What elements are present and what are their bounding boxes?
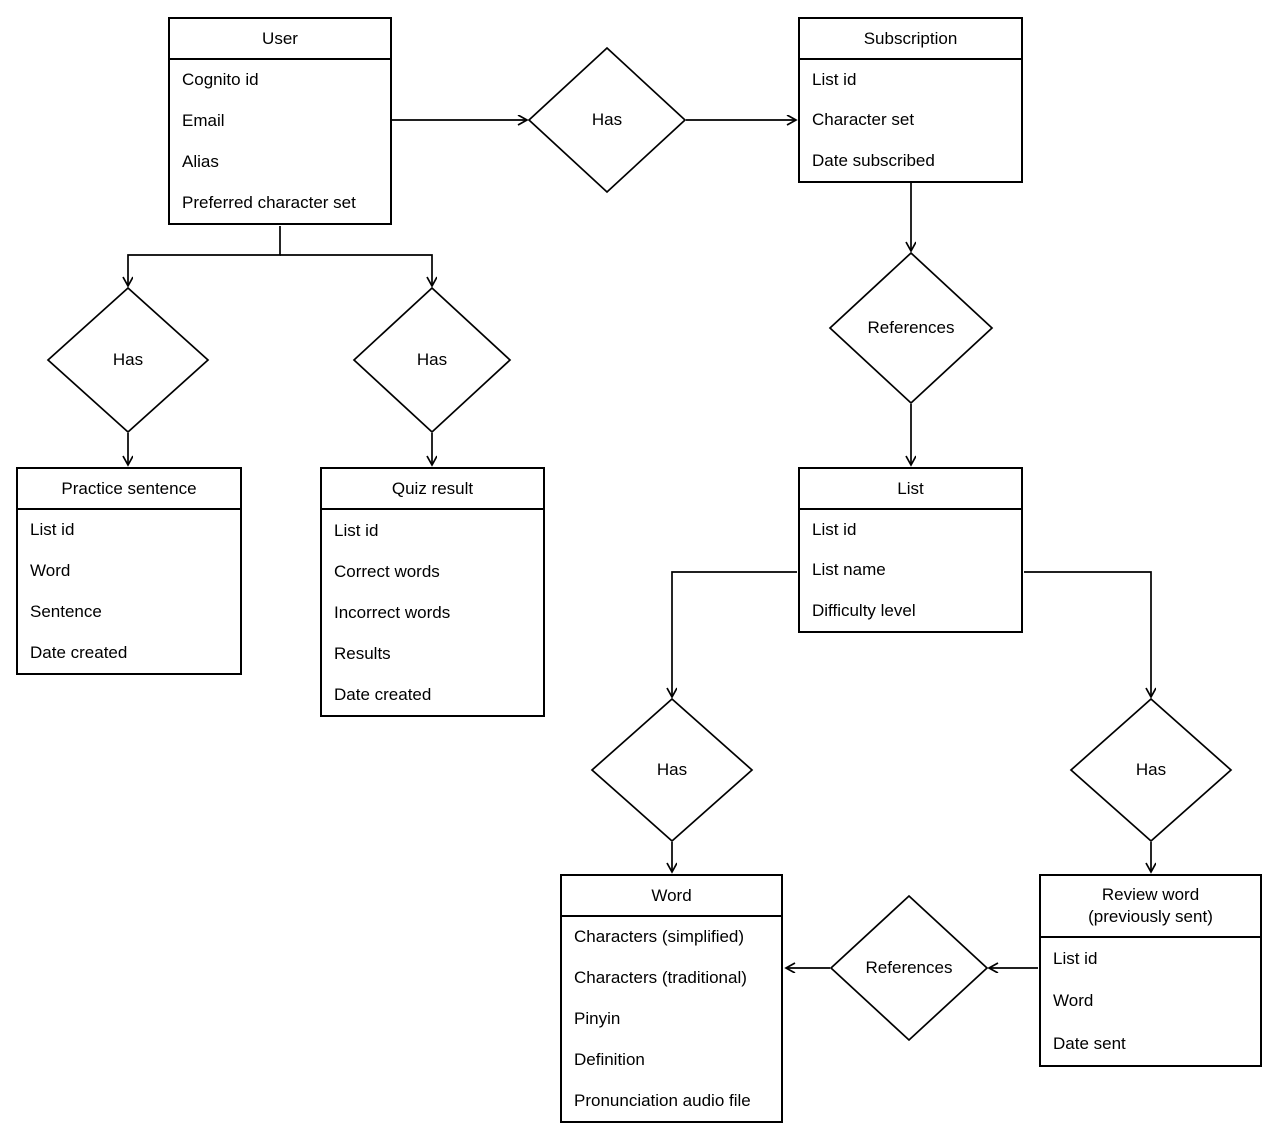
attribute-alias: Alias [182, 151, 219, 171]
attribute-word: Word [1053, 991, 1094, 1011]
relationship-label-has-user-practice: Has [112, 350, 144, 369]
attribute-character-set: Character set [812, 110, 915, 130]
entity-user: User Cognito id Email Alias Preferred ch… [168, 17, 392, 225]
entity-review-word: Review word (previously sent) List id Wo… [1039, 874, 1262, 1067]
relationship-label-references-subscription-list: References [867, 318, 955, 337]
attribute-list-id: List id [812, 70, 857, 90]
relationship-diamond-has-user-quiz [352, 286, 512, 434]
entity-quiz-result-attributes: List id Correct words Incorrect words Re… [322, 510, 543, 715]
entity-subscription: Subscription List id Character set Date … [798, 17, 1023, 183]
entity-user-attributes: Cognito id Email Alias Preferred charact… [170, 60, 390, 223]
relationship-label-has-list-review: Has [1135, 760, 1167, 779]
attribute-sentence: Sentence [30, 601, 102, 621]
attribute-list-name: List name [812, 560, 886, 580]
entity-list: List List id List name Difficulty level [798, 467, 1023, 633]
attribute-cognito-id: Cognito id [182, 70, 259, 90]
relationship-label-has-list-word: Has [656, 760, 688, 779]
entity-word-attributes: Characters (simplified) Characters (trad… [562, 917, 781, 1121]
attribute-list-id: List id [1053, 949, 1098, 969]
attribute-pronunciation-audio-file: Pronunciation audio file [574, 1090, 751, 1110]
relationship-label-references-review-word: References [865, 958, 953, 977]
entity-list-attributes: List id List name Difficulty level [800, 510, 1021, 631]
entity-review-word-attributes: List id Word Date sent [1041, 938, 1260, 1065]
entity-practice-sentence-attributes: List id Word Sentence Date created [18, 510, 240, 673]
attribute-date-created: Date created [30, 642, 128, 662]
entity-review-word-title: Review word (previously sent) [1041, 876, 1260, 938]
attribute-pinyin: Pinyin [574, 1008, 621, 1028]
relationship-diamond-has-list-word [590, 697, 754, 843]
relationship-label-has-user-quiz: Has [416, 350, 448, 369]
attribute-list-id: List id [812, 520, 857, 540]
attribute-email: Email [182, 111, 225, 131]
relationship-diamond-references-subscription-list [828, 251, 994, 405]
attribute-results: Results [334, 643, 391, 663]
entity-quiz-result: Quiz result List id Correct words Incorr… [320, 467, 545, 717]
relationship-diamond-has-user-practice [46, 286, 210, 434]
attribute-correct-words: Correct words [334, 561, 440, 581]
entity-review-word-title-line1: Review word [1101, 885, 1200, 904]
connector-user-to-has-quiz [280, 254, 432, 286]
entity-subscription-title: Subscription [800, 19, 1021, 60]
attribute-date-created: Date created [334, 684, 432, 704]
connector-list-to-has-word [672, 571, 797, 697]
attribute-characters-traditional: Characters (traditional) [574, 968, 747, 988]
attribute-list-id: List id [30, 520, 75, 540]
entity-practice-sentence: Practice sentence List id Word Sentence … [16, 467, 242, 675]
entity-word: Word Characters (simplified) Characters … [560, 874, 783, 1123]
entity-subscription-attributes: List id Character set Date subscribed [800, 60, 1021, 181]
attribute-incorrect-words: Incorrect words [334, 602, 451, 622]
attribute-characters-simplified: Characters (simplified) [574, 927, 745, 947]
relationship-diamond-has-list-review [1069, 697, 1233, 843]
connector-user-to-has-practice [128, 226, 281, 286]
attribute-preferred-character-set: Preferred character set [182, 192, 356, 212]
attribute-date-sent: Date sent [1053, 1033, 1126, 1053]
entity-user-title: User [170, 19, 390, 60]
entity-practice-sentence-title: Practice sentence [18, 469, 240, 510]
entity-review-word-title-line2: (previously sent) [1088, 907, 1213, 926]
relationship-label-has-user-subscription: Has [591, 110, 623, 129]
entity-list-title: List [800, 469, 1021, 510]
connector-list-to-has-review-word [1024, 571, 1151, 697]
entity-word-title: Word [562, 876, 781, 917]
attribute-definition: Definition [574, 1049, 645, 1069]
relationship-diamond-references-review-word [829, 894, 989, 1042]
attribute-word: Word [30, 561, 71, 581]
attribute-date-subscribed: Date subscribed [812, 150, 935, 170]
entity-quiz-result-title: Quiz result [322, 469, 543, 510]
attribute-list-id: List id [334, 520, 379, 540]
relationship-diamond-has-user-subscription [527, 46, 687, 194]
attribute-difficulty-level: Difficulty level [812, 600, 916, 620]
